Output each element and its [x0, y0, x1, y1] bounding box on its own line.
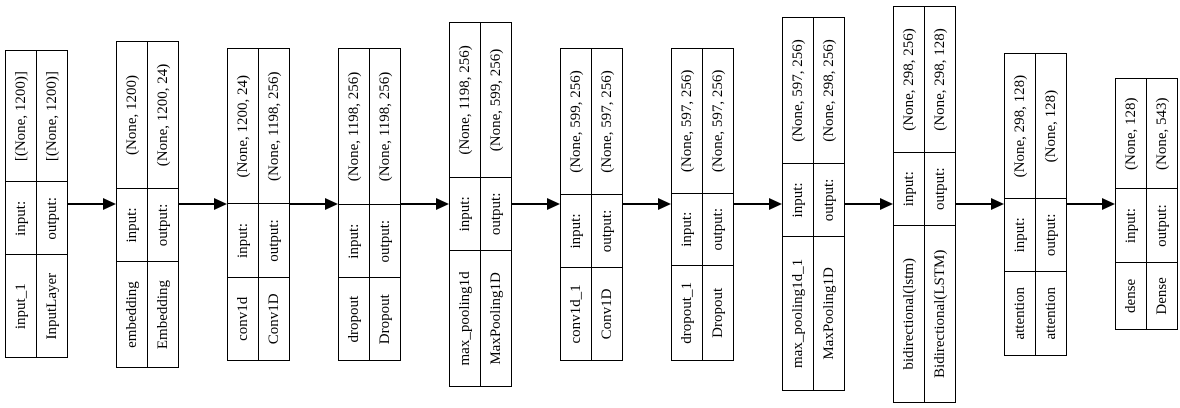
- layer-name-cell: input_1: [5, 254, 37, 358]
- layer-table: conv1d input: (None, 1200, 24) Conv1D ou…: [227, 47, 290, 361]
- layer-table: max_pooling1d_1 input: (None, 597, 256) …: [782, 17, 845, 391]
- output-shape-cell: (None, 298, 128): [924, 6, 956, 152]
- layer-type-cell: Dropout: [369, 277, 401, 360]
- output-shape-cell: (None, 597, 256): [591, 48, 623, 195]
- layer-name-cell: attention: [1004, 270, 1036, 355]
- flow-arrow-icon: [68, 198, 116, 210]
- output-shape-cell: (None, 1200, 24): [147, 41, 179, 188]
- layer-node-conv1d_1: conv1d_1 input: (None, 599, 256) Conv1D …: [560, 47, 623, 361]
- layer-node-dropout_1: dropout_1 input: (None, 597, 256) Dropou…: [671, 47, 734, 361]
- flow-arrow-icon: [1067, 198, 1115, 210]
- input-shape-cell: (None, 597, 256): [782, 17, 814, 164]
- layer-table: attention input: (None, 298, 128) attent…: [1004, 52, 1067, 356]
- flow-arrow-icon: [401, 198, 449, 210]
- flow-arrow-icon: [623, 198, 671, 210]
- input-label-cell: input:: [671, 192, 703, 265]
- layer-table: max_pooling1d input: (None, 1198, 256) M…: [449, 21, 512, 387]
- input-shape-cell: (None, 298, 128): [1004, 53, 1036, 199]
- layer-node-conv1d: conv1d input: (None, 1200, 24) Conv1D ou…: [227, 47, 290, 361]
- layer-table: dense input: (None, 128) Dense output: (…: [1115, 78, 1178, 330]
- input-label-cell: input:: [893, 151, 925, 225]
- layer-type-cell: InputLayer: [36, 254, 68, 358]
- layer-node-max_pooling1d: max_pooling1d input: (None, 1198, 256) M…: [449, 21, 512, 387]
- layer-type-cell: Bidirectional(LSTM): [924, 224, 956, 402]
- layer-name-cell: conv1d_1: [560, 266, 592, 360]
- layer-type-cell: attention: [1035, 270, 1067, 355]
- input-label-cell: input:: [5, 181, 37, 255]
- layer-node-dropout: dropout input: (None, 1198, 256) Dropout…: [338, 47, 401, 361]
- layer-name-cell: embedding: [116, 261, 148, 367]
- layer-table: dropout_1 input: (None, 597, 256) Dropou…: [671, 47, 734, 361]
- input-label-cell: input:: [338, 203, 370, 278]
- output-label-cell: output:: [1035, 198, 1067, 271]
- input-label-cell: input:: [1004, 198, 1036, 271]
- layer-table: bidirectional(lstm) input: (None, 298, 2…: [893, 5, 956, 403]
- layer-name-cell: dropout: [338, 277, 370, 360]
- input-label-cell: input:: [449, 176, 481, 250]
- output-label-cell: output:: [702, 192, 734, 265]
- output-label-cell: output:: [924, 151, 956, 225]
- layer-type-cell: Embedding: [147, 261, 179, 367]
- flow-arrow-icon: [179, 198, 227, 210]
- flow-arrow-icon: [512, 198, 560, 210]
- output-shape-cell: (None, 1198, 256): [369, 48, 401, 204]
- output-shape-cell: (None, 1198, 256): [258, 48, 290, 204]
- input-shape-cell: [(None, 1200)]: [5, 50, 37, 182]
- flow-arrow-icon: [845, 198, 893, 210]
- output-label-cell: output:: [258, 203, 290, 277]
- layer-name-cell: bidirectional(lstm): [893, 224, 925, 402]
- input-shape-cell: (None, 597, 256): [671, 48, 703, 193]
- flow-arrow-icon: [734, 198, 782, 210]
- layer-node-max_pooling1d_1: max_pooling1d_1 input: (None, 597, 256) …: [782, 17, 845, 391]
- output-label-cell: output:: [147, 187, 179, 262]
- input-label-cell: input:: [116, 187, 148, 262]
- input-shape-cell: (None, 128): [1115, 78, 1147, 189]
- input-label-cell: input:: [782, 163, 814, 237]
- flow-arrow-icon: [956, 198, 1004, 210]
- output-shape-cell: [(None, 1200)]: [36, 50, 68, 182]
- input-shape-cell: (None, 298, 256): [893, 6, 925, 152]
- layer-name-cell: dense: [1115, 262, 1147, 330]
- output-shape-cell: (None, 597, 256): [702, 48, 734, 193]
- input-shape-cell: (None, 1200, 24): [227, 48, 259, 204]
- layer-type-cell: Dropout: [702, 264, 734, 360]
- layer-table: conv1d_1 input: (None, 599, 256) Conv1D …: [560, 47, 623, 361]
- flow-arrow-icon: [290, 198, 338, 210]
- layer-type-cell: MaxPooling1D: [813, 236, 845, 391]
- layer-table: embedding input: (None, 1200) Embedding …: [116, 40, 179, 368]
- layer-type-cell: Dense: [1146, 262, 1178, 330]
- input-shape-cell: (None, 1198, 256): [449, 22, 481, 177]
- layer-type-cell: Conv1D: [258, 276, 290, 360]
- layer-node-input_1: input_1 input: [(None, 1200)] InputLayer…: [5, 50, 68, 358]
- layer-node-embedding: embedding input: (None, 1200) Embedding …: [116, 40, 179, 368]
- layer-node-attention: attention input: (None, 298, 128) attent…: [1004, 52, 1067, 356]
- layer-node-dense: dense input: (None, 128) Dense output: (…: [1115, 78, 1178, 330]
- input-label-cell: input:: [560, 194, 592, 267]
- layer-node-bidirectional(lstm): bidirectional(lstm) input: (None, 298, 2…: [893, 5, 956, 403]
- input-shape-cell: (None, 1200): [116, 41, 148, 188]
- output-shape-cell: (None, 543): [1146, 78, 1178, 189]
- input-shape-cell: (None, 599, 256): [560, 48, 592, 195]
- output-label-cell: output:: [36, 181, 68, 255]
- output-label-cell: output:: [369, 203, 401, 278]
- layer-type-cell: MaxPooling1D: [480, 249, 512, 386]
- layer-name-cell: dropout_1: [671, 264, 703, 360]
- input-label-cell: input:: [227, 203, 259, 277]
- layer-name-cell: max_pooling1d_1: [782, 236, 814, 391]
- input-label-cell: input:: [1115, 188, 1147, 263]
- layer-type-cell: Conv1D: [591, 266, 623, 360]
- output-label-cell: output:: [813, 163, 845, 237]
- output-label-cell: output:: [480, 176, 512, 250]
- output-label-cell: output:: [591, 194, 623, 267]
- input-shape-cell: (None, 1198, 256): [338, 48, 370, 204]
- output-shape-cell: (None, 128): [1035, 53, 1067, 199]
- output-label-cell: output:: [1146, 188, 1178, 263]
- output-shape-cell: (None, 599, 256): [480, 22, 512, 177]
- layer-name-cell: max_pooling1d: [449, 249, 481, 386]
- layer-name-cell: conv1d: [227, 276, 259, 360]
- output-shape-cell: (None, 298, 256): [813, 17, 845, 164]
- layer-table: input_1 input: [(None, 1200)] InputLayer…: [5, 50, 68, 358]
- layer-table: dropout input: (None, 1198, 256) Dropout…: [338, 47, 401, 361]
